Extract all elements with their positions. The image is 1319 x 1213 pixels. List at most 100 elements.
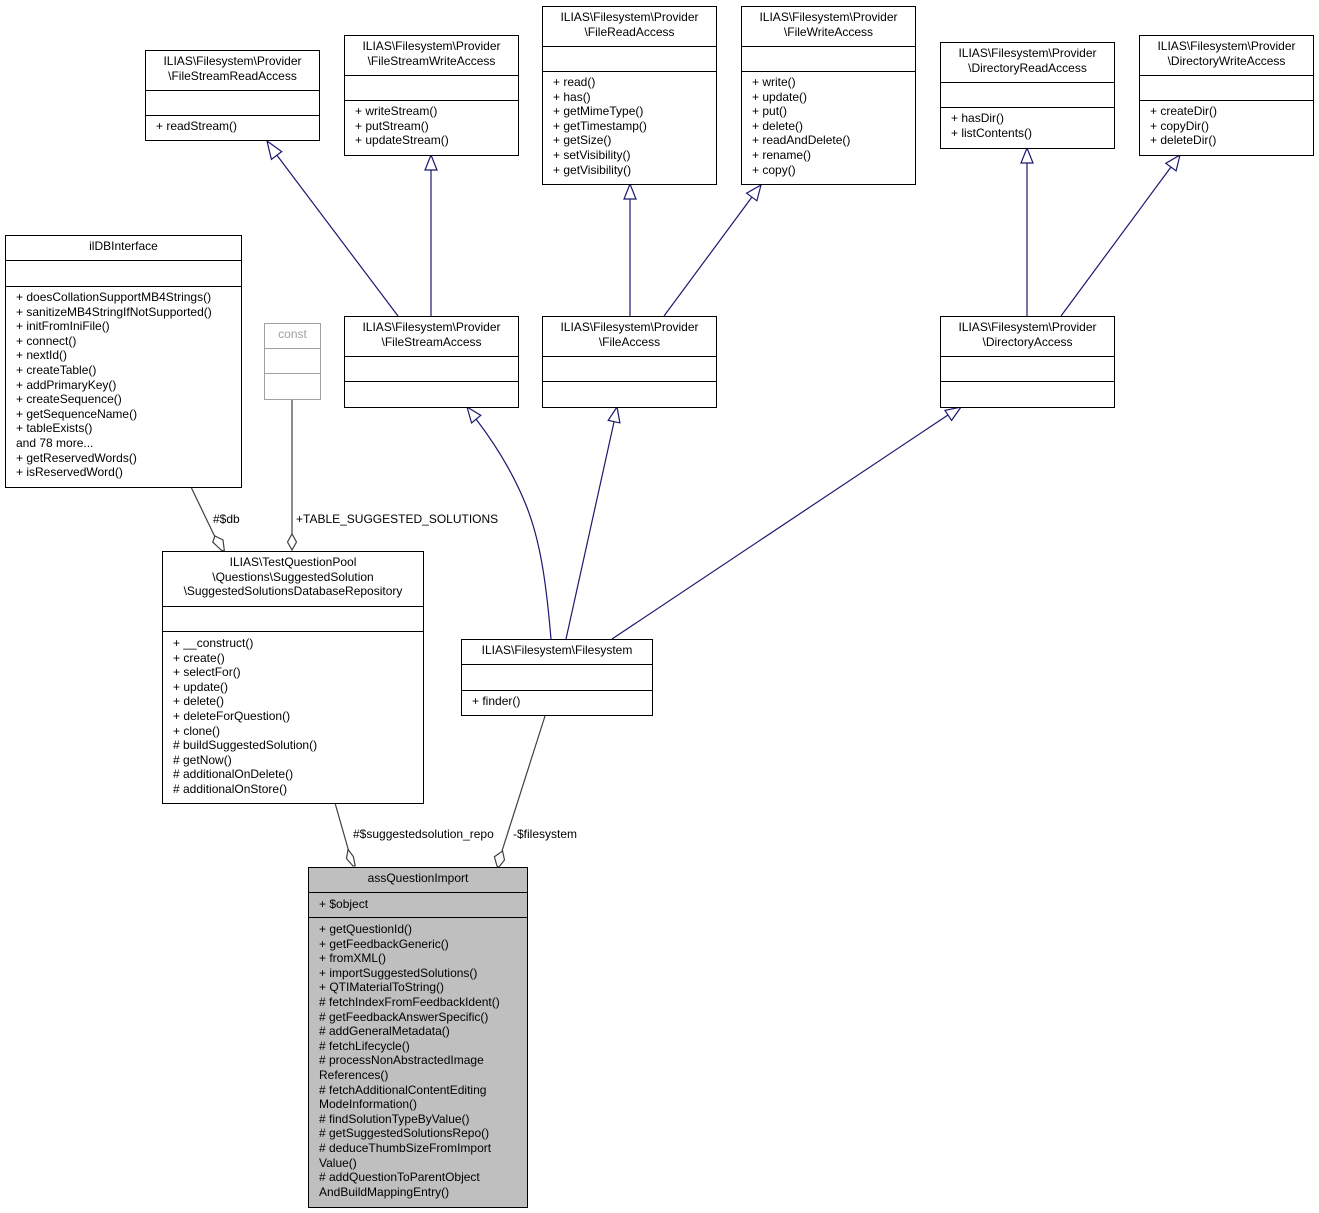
method: + createTable() [16,362,97,377]
class-name-line: ILIAS\Filesystem\Provider [560,10,699,24]
method-continuation: Value() [319,1155,357,1170]
method: + updateStream() [355,133,449,148]
divider [265,348,320,349]
class-name-line: \FileWriteAccess [783,24,874,39]
method: + deleteDir() [1150,133,1217,148]
method: + createDir() [1150,104,1218,118]
inheritance-edge-filesystem-filestreamaccess [466,405,552,640]
method: + hasDir() [951,111,1005,125]
class-box-filestreamwriteaccess[interactable]: ILIAS\Filesystem\Provider \FileStreamWri… [344,35,519,156]
divider [1140,75,1313,76]
class-name-line: \FileReadAccess [584,24,675,39]
method: + update() [752,89,808,104]
class-name-line: assQuestionImport [367,871,469,885]
method: + clone() [173,723,221,738]
divider [742,71,915,72]
class-box-filewriteaccess[interactable]: ILIAS\Filesystem\Provider \FileWriteAcce… [741,6,916,185]
method: + write() [752,75,796,89]
divider [941,381,1114,382]
divider [163,631,423,632]
method: + rename() [752,147,812,162]
class-box-filesystem[interactable]: ILIAS\Filesystem\Filesystem + finder() [461,639,653,716]
method: + getTimestamp() [553,118,647,133]
composition-edge-table-suggested-solutions [286,399,298,552]
method: # findSolutionTypeByValue() [319,1111,470,1126]
class-name-line: ilDBInterface [89,239,158,253]
class-box-fileaccess[interactable]: ILIAS\Filesystem\Provider \FileAccess [542,316,717,408]
method: + getSequenceName() [16,406,138,421]
divider [345,75,518,76]
class-box-directorywriteaccess[interactable]: ILIAS\Filesystem\Provider \DirectoryWrit… [1139,35,1314,156]
class-name-line: ILIAS\Filesystem\Filesystem [481,643,633,657]
class-name-line: \DirectoryReadAccess [968,60,1087,75]
class-name-line: ILIAS\Filesystem\Provider [362,39,501,53]
method: + getVisibility() [553,162,632,177]
class-box-filereadaccess[interactable]: ILIAS\Filesystem\Provider \FileReadAcces… [542,6,717,185]
inheritance-edge-fileaccess-filewriteaccess [663,183,762,317]
divider [941,82,1114,83]
divider [309,917,527,918]
class-box-const[interactable]: const [264,323,321,400]
method: + copyDir() [1150,118,1210,133]
divider [543,46,716,47]
class-box-assquestionimport[interactable]: assQuestionImport + $object + getQuestio… [308,867,528,1208]
method: # addGeneralMetadata() [319,1024,450,1039]
method: + getMimeType() [553,104,644,119]
method: + has() [553,89,591,104]
method: + doesCollationSupportMB4Strings() [16,290,212,304]
class-box-directoryaccess[interactable]: ILIAS\Filesystem\Provider \DirectoryAcce… [940,316,1115,408]
method: # additionalOnDelete() [173,767,294,782]
divider [146,90,319,91]
method-continuation: References() [319,1067,389,1082]
edge-label-table-suggested-solutions: +TABLE_SUGGESTED_SOLUTIONS [296,512,499,526]
divider [742,46,915,47]
method-continuation: AndBuildMappingEntry() [319,1184,450,1199]
inheritance-edge-filestreamaccess-filestreamwriteaccess [424,153,438,316]
method: + importSuggestedSolutions() [319,965,478,980]
method: + delete() [173,694,225,709]
method: # fetchAdditionalContentEditing [319,1082,487,1097]
divider [941,356,1114,357]
divider [163,606,423,607]
class-name-line: \DirectoryAccess [982,334,1073,349]
method: # addQuestionToParentObject [319,1170,480,1185]
method: + initFromIniFile() [16,319,110,334]
method: # fetchIndexFromFeedbackIdent() [319,994,500,1009]
class-box-filestreamreadaccess[interactable]: ILIAS\Filesystem\Provider \FileStreamRea… [145,50,320,141]
method: + listContents() [951,125,1033,140]
class-box-filestreamaccess[interactable]: ILIAS\Filesystem\Provider \FileStreamAcc… [344,316,519,408]
method: + __construct() [173,636,254,650]
method: + isReservedWord() [16,465,123,480]
class-box-suggestedsolutionsdatabaserepository[interactable]: ILIAS\TestQuestionPool \Questions\Sugges… [162,551,424,804]
class-name-line: \FileStreamAccess [381,334,482,349]
divider [345,356,518,357]
class-box-directoryreadaccess[interactable]: ILIAS\Filesystem\Provider \DirectoryRead… [940,42,1115,149]
class-box-ildbinterface[interactable]: ilDBInterface + doesCollationSupportMB4S… [5,235,242,488]
method: + delete() [752,118,804,133]
class-name-line: \SuggestedSolutionsDatabaseRepository [183,584,403,599]
class-name-line: ILIAS\Filesystem\Provider [1157,39,1296,53]
method: # getNow() [173,752,232,767]
divider [6,260,241,261]
edge-label-filesystem: -$filesystem [513,827,578,841]
method: + read() [553,75,596,89]
class-name-line: \Questions\SuggestedSolution [212,569,374,584]
method: + fromXML() [319,951,387,966]
divider [265,373,320,374]
class-name-line: \DirectoryWriteAccess [1167,53,1286,68]
inheritance-edge-directoryaccess-directorywriteaccess [1060,153,1181,317]
divider [462,664,652,665]
inheritance-edge-filesystem-directoryaccess [611,406,963,640]
inheritance-edge-filesystem-fileaccess [565,405,621,640]
divider [309,892,527,893]
edge-label-suggestedsolution-repo: #$suggestedsolution_repo [353,827,494,841]
method: # additionalOnStore() [173,781,288,796]
method: + connect() [16,333,77,348]
method: + getReservedWords() [16,450,137,465]
method: + addPrimaryKey() [16,377,117,392]
method: # deduceThumbSizeFromImport [319,1140,492,1155]
class-name-line: ILIAS\Filesystem\Provider [163,54,302,68]
class-name-line: const [278,327,307,341]
